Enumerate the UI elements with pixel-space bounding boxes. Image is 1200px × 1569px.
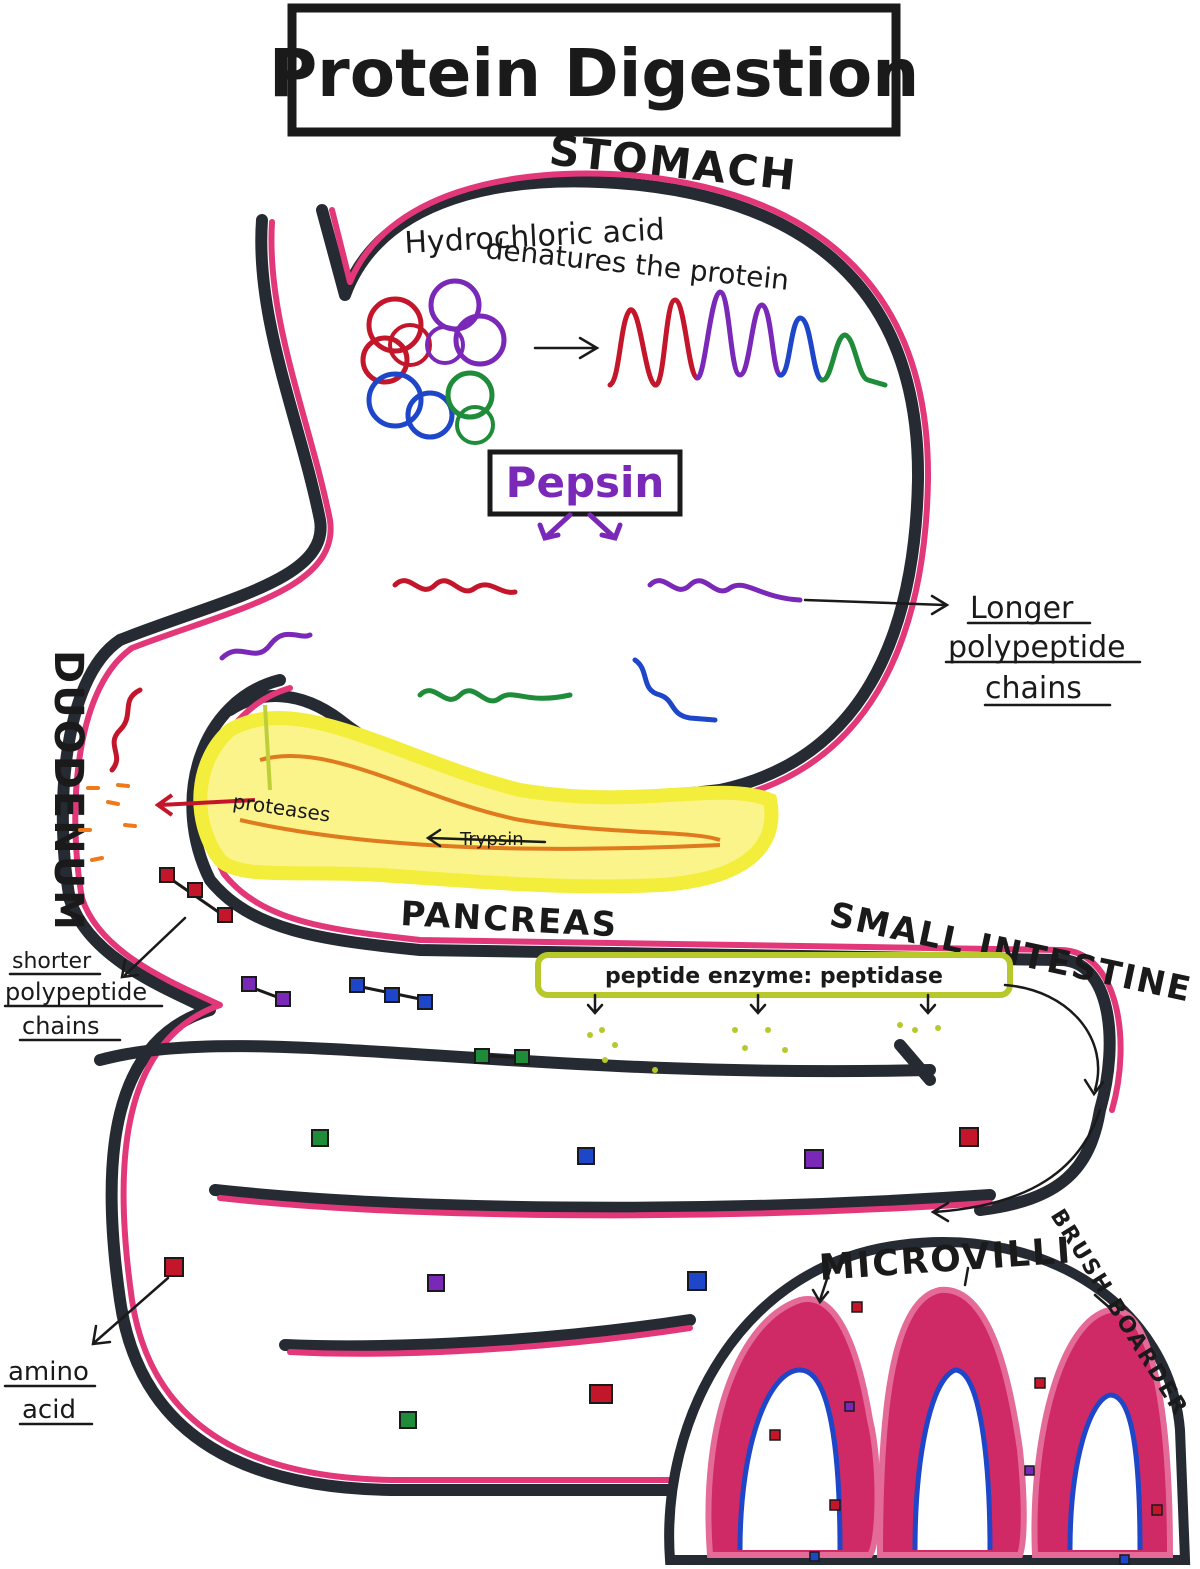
longer-chains-label: Longer polypeptide chains — [944, 591, 1142, 707]
microvilli-section — [664, 1237, 1191, 1565]
arrow-icon — [533, 336, 600, 360]
pepsin-box: Pepsin — [487, 449, 683, 541]
folded-protein — [360, 278, 507, 445]
peptidase-fragments — [587, 1022, 941, 1073]
duodenum-label: DUODENUM — [45, 650, 91, 932]
trypsin-label: Trypsin — [459, 829, 524, 850]
longer-label-3: chains — [985, 671, 1082, 706]
amino-acids — [164, 1127, 979, 1429]
pointer-arrow-icon — [803, 594, 950, 616]
longer-label-2: polypeptide — [948, 630, 1126, 665]
peptidase-label: peptide enzyme: peptidase — [605, 964, 943, 989]
shorter-chains-label: shorter polypeptide chains — [3, 949, 164, 1042]
title-box: Protein Digestion — [269, 3, 919, 137]
longer-chains — [109, 578, 803, 773]
longer-label-1: Longer — [970, 591, 1074, 626]
pepsin-label: Pepsin — [506, 458, 665, 507]
split-arrow-icon — [537, 512, 623, 541]
pancreas-organ — [193, 704, 779, 894]
shorter-label-1: shorter — [12, 949, 92, 974]
denatured-protein — [607, 289, 888, 388]
shorter-label-3: chains — [22, 1012, 100, 1040]
page-title: Protein Digestion — [269, 35, 919, 112]
amino-acid-arrow-icon — [91, 1276, 170, 1346]
amino-label-2: acid — [22, 1395, 76, 1425]
protease-fragments — [78, 783, 137, 862]
shorter-label-2: polypeptide — [5, 978, 147, 1006]
peptidase-box: peptide enzyme: peptidase — [535, 952, 1105, 1223]
amino-acid-label: amino acid — [3, 1357, 97, 1426]
shorter-chains — [159, 867, 530, 1065]
shorter-chains-arrow-icon — [120, 916, 187, 979]
amino-label-1: amino — [8, 1357, 89, 1387]
